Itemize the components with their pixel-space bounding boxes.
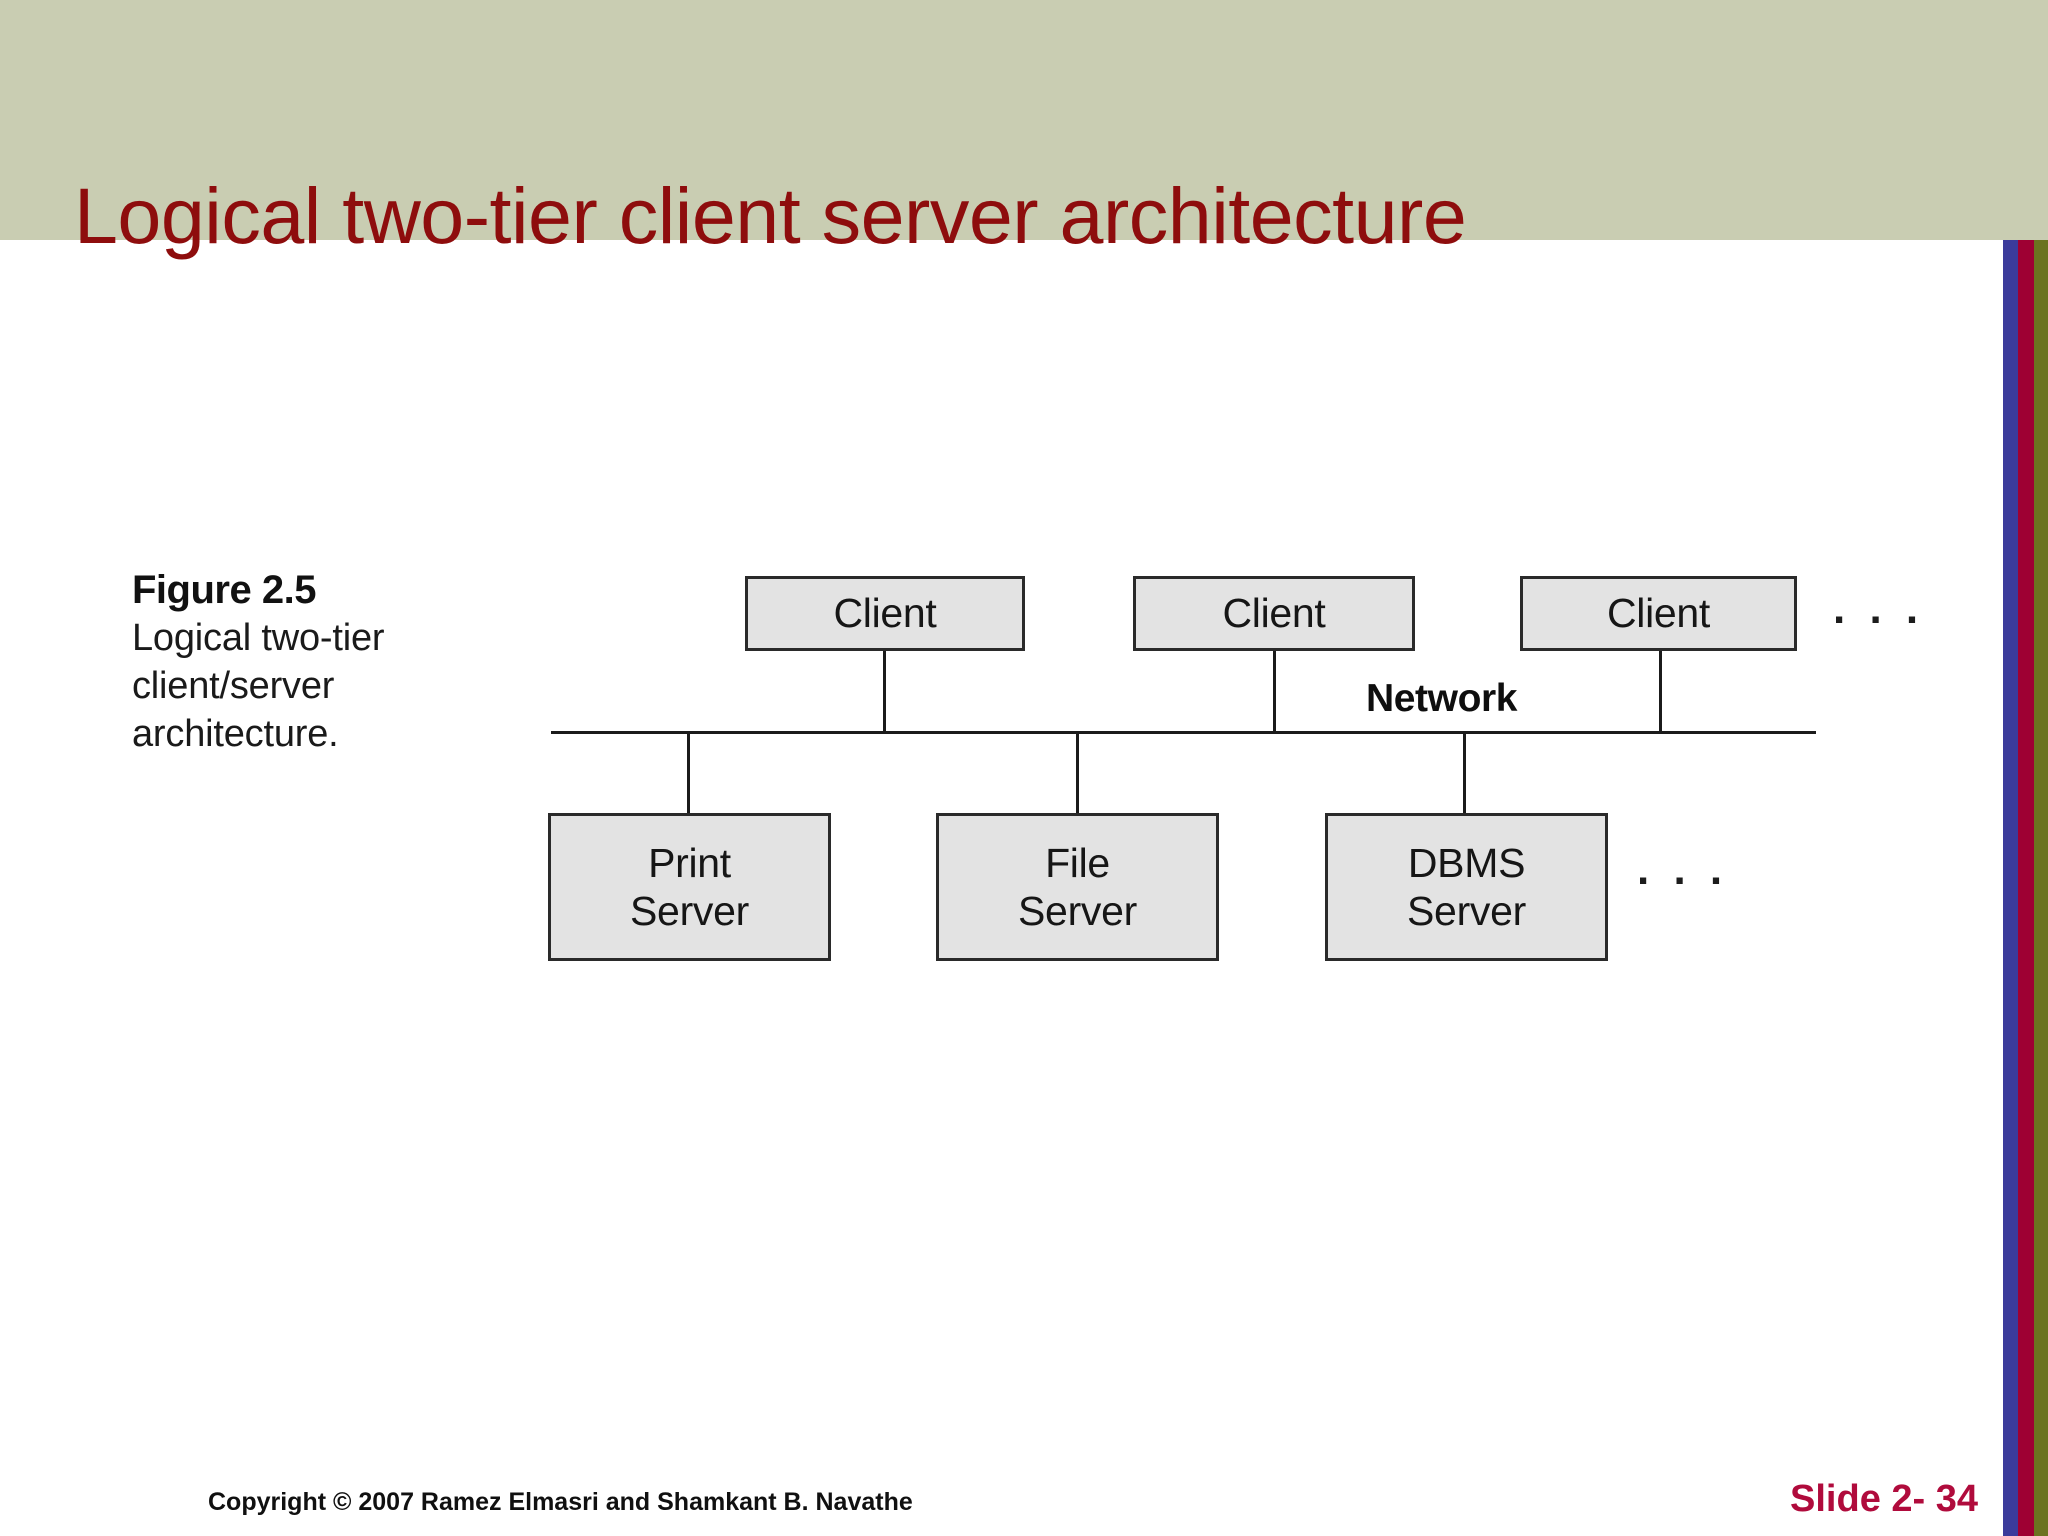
- header-band: [0, 0, 2048, 240]
- edge-stripe-olive-band: [2034, 240, 2048, 1536]
- copyright-notice: Copyright © 2007 Ramez Elmasri and Shamk…: [208, 1488, 913, 1516]
- servers-ellipsis: . . .: [1637, 845, 1729, 894]
- dbms-server-connector: [1463, 731, 1466, 813]
- edge-stripe: [2003, 240, 2048, 1536]
- client-box-1-label: Client: [833, 590, 937, 637]
- figure-number: Figure 2.5: [132, 568, 316, 612]
- client-box-2-label: Client: [1222, 590, 1326, 637]
- dbms-server-box: DBMS Server: [1325, 813, 1608, 961]
- client-3-connector: [1659, 651, 1662, 731]
- edge-stripe-blue-band: [2003, 240, 2018, 1536]
- clients-ellipsis: . . .: [1833, 584, 1925, 633]
- dbms-server-label-line1: DBMS: [1407, 839, 1526, 886]
- page-title: Logical two-tier client server architect…: [74, 171, 1467, 260]
- print-server-box: Print Server: [548, 813, 831, 961]
- file-server-connector: [1076, 731, 1079, 813]
- slide-number: Slide 2- 34: [1790, 1478, 1978, 1520]
- client-box-1: Client: [745, 576, 1025, 651]
- figure-description: Logical two-tier client/server architect…: [132, 616, 385, 755]
- network-label: Network: [1366, 677, 1518, 720]
- file-server-label-line1: File: [1045, 839, 1110, 886]
- network-bus-line: [551, 731, 1816, 734]
- print-server-connector: [687, 731, 690, 813]
- file-server-box: File Server: [936, 813, 1219, 961]
- client-1-connector: [883, 651, 886, 731]
- print-server-label-line1: Print: [648, 839, 731, 886]
- figure-caption: Figure 2.5 Logical two-tier client/serve…: [132, 566, 462, 758]
- file-server-label-line2: Server: [1018, 888, 1137, 934]
- client-2-connector: [1273, 651, 1276, 731]
- client-box-3-label: Client: [1606, 590, 1711, 637]
- client-box-2: Client: [1133, 576, 1415, 651]
- dbms-server-label-line2: Server: [1407, 888, 1526, 934]
- print-server-label-line2: Server: [630, 888, 749, 934]
- edge-stripe-crimson-band: [2018, 240, 2034, 1536]
- client-box-3: Client: [1520, 576, 1797, 651]
